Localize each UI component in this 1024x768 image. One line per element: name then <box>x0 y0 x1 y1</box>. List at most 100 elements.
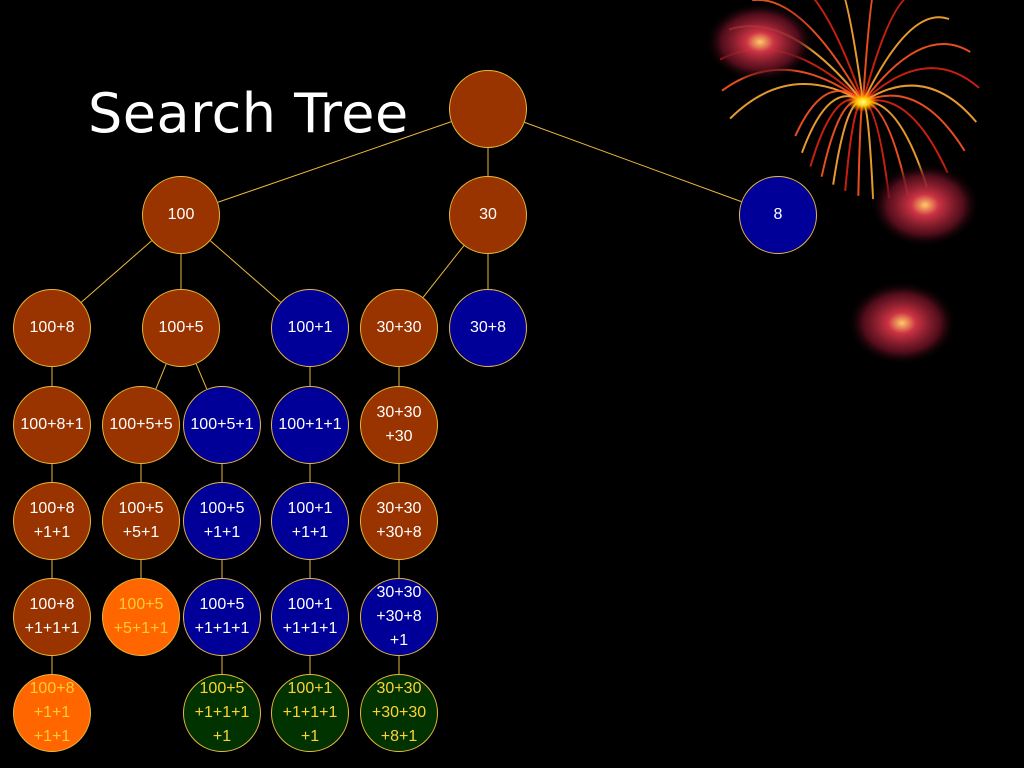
tree-edge <box>217 121 452 203</box>
node-label: 30+30 <box>377 316 422 340</box>
node-label-line: +1+1 <box>33 704 71 721</box>
node-label: 100 <box>168 203 195 227</box>
tree-node: 30 <box>449 176 527 254</box>
tree-node: 30+30 +30+8 <box>360 482 438 560</box>
node-label-line: 100+8 <box>29 500 75 517</box>
node-label-line: 100+5 <box>199 596 245 613</box>
node-label-line: +30 <box>385 428 413 445</box>
tree-node: 100+5 +5+1+1 <box>102 578 180 656</box>
tree-root-node <box>449 70 527 148</box>
node-label-line: 100+5 <box>158 319 204 336</box>
tree-node: 30+30 +30+30 +8+1 <box>360 674 438 752</box>
node-label-line: 30 <box>479 206 497 223</box>
node-label-line: +1+1+1 <box>194 704 250 721</box>
tree-node: 100+5+5 <box>102 386 180 464</box>
node-label-line: 30+30 <box>376 319 422 336</box>
tree-node: 100+8+1 <box>13 386 91 464</box>
tree-node: 30+30 <box>360 289 438 367</box>
tree-edge <box>422 245 465 298</box>
tree-node: 100+1 <box>271 289 349 367</box>
node-label-line: +1 <box>212 728 232 745</box>
node-label-line: +8+1 <box>380 728 418 745</box>
node-label: 100+8 +1+1 +1+1 <box>30 677 75 749</box>
firework-ray <box>862 43 971 103</box>
node-label: 30+30 +30+8 +1 <box>376 581 421 653</box>
firework-ray <box>844 0 864 103</box>
node-label-line: 30+8 <box>469 319 507 336</box>
node-label: 100+5+1 <box>190 413 253 437</box>
node-label-line: 100+1 <box>287 596 333 613</box>
firework-glow-2 <box>870 163 980 247</box>
tree-edge <box>524 121 742 203</box>
tree-node: 100+5+1 <box>183 386 261 464</box>
tree-node: 100+8 +1+1 +1+1 <box>13 674 91 752</box>
tree-node: 100+1+1+1+1+1 <box>271 674 349 752</box>
node-label-line: 30+30 <box>376 404 422 421</box>
node-label-line: +1+1+1 <box>24 620 80 637</box>
firework-ray <box>729 83 864 120</box>
firework-ray <box>862 67 980 103</box>
node-label-line: +1+1 <box>203 524 241 541</box>
node-label-line: +1 <box>389 632 409 649</box>
node-label-line: +1+1 <box>33 524 71 541</box>
tree-node: 100+5+1+1+1 <box>183 578 261 656</box>
tree-node: 100+5 +1+1 <box>183 482 261 560</box>
tree-edge <box>210 240 281 303</box>
node-label: 30+30 +30 <box>377 401 422 449</box>
node-label: 100+8 <box>30 316 75 340</box>
node-label-line: 100+5+5 <box>109 416 173 433</box>
firework-glow-3 <box>847 281 957 365</box>
node-label: 100+1+1 <box>278 413 341 437</box>
node-label: 100+5 +5+1 <box>119 497 164 545</box>
node-label-line: 100+8 <box>29 596 75 613</box>
firework-ray <box>862 16 950 103</box>
tree-node: 30+30 +30 <box>360 386 438 464</box>
node-label-line: 30+30 <box>376 500 422 517</box>
node-label-line: 100+5 <box>118 500 164 517</box>
node-label-line: 100+5 <box>118 596 164 613</box>
node-label: 100+8 +1+1 <box>30 497 75 545</box>
node-label: 100+5+1+1+1+1 <box>195 677 250 749</box>
node-label-line: +30+8 <box>376 608 422 625</box>
tree-node: 100+1+1+1 <box>271 482 349 560</box>
tree-node: 100+5 +5+1 <box>102 482 180 560</box>
firework-glow-1 <box>705 2 815 82</box>
node-label-line: +5+1+1 <box>113 620 169 637</box>
node-label: 100+1 <box>288 316 333 340</box>
node-label: 8 <box>774 203 783 227</box>
node-label-line: +1+1 <box>33 728 71 745</box>
slide-title: Search Tree <box>88 82 409 145</box>
node-label-line: +1 <box>300 728 320 745</box>
node-label: 30+8 <box>470 316 506 340</box>
tree-edge <box>195 363 208 390</box>
node-label: 100+8 +1+1+1 <box>25 593 80 641</box>
firework-ray <box>862 0 873 103</box>
tree-edge <box>81 240 152 303</box>
node-label-line: 30+30 <box>376 584 422 601</box>
node-label: 100+5 +1+1 <box>200 497 245 545</box>
node-label-line: 100+8 <box>29 680 75 697</box>
node-label-line: +5+1 <box>122 524 160 541</box>
node-label-line: +30+8 <box>376 524 422 541</box>
node-label: 100+1 +1+1+1 <box>283 593 338 641</box>
firework-core <box>847 92 879 112</box>
node-label-line: +30+30 <box>371 704 427 721</box>
tree-node: 100+8 +1+1 <box>13 482 91 560</box>
tree-node: 100+8 +1+1+1 <box>13 578 91 656</box>
node-label: 30 <box>479 203 497 227</box>
node-label-line: 100+5 <box>199 500 245 517</box>
node-label: 100+5+1+1+1 <box>195 593 250 641</box>
node-label-line: 100+1 <box>287 680 333 697</box>
node-label: 30+30 +30+8 <box>376 497 421 545</box>
tree-node: 100+5+1+1+1+1 <box>183 674 261 752</box>
node-label: 100+5 +5+1+1 <box>114 593 169 641</box>
tree-node: 30+8 <box>449 289 527 367</box>
node-label: 100+1+1+1+1+1 <box>283 677 338 749</box>
node-label-line: 100+8+1 <box>20 416 84 433</box>
node-label-line: +1+1+1 <box>282 620 338 637</box>
node-label-line: 30+30 <box>376 680 422 697</box>
node-label-line: +1+1+1 <box>282 704 338 721</box>
